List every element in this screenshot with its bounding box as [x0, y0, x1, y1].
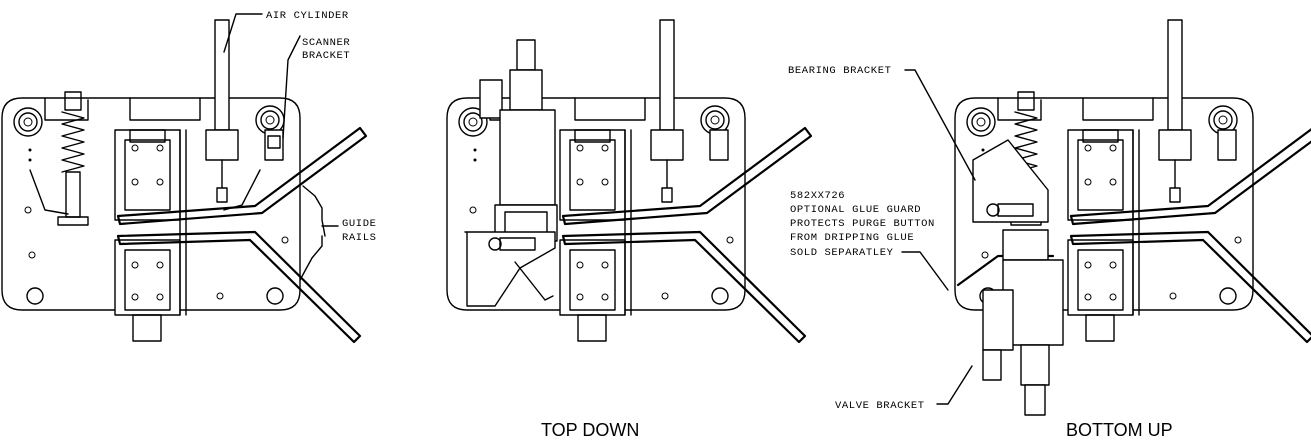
callout-labels: AIR CYLINDER SCANNER BRACKET GUIDE RAILS…: [266, 10, 935, 412]
leader-lines-left: [223, 13, 339, 281]
label-guide-rails-line1: GUIDE: [342, 218, 377, 230]
right-view: [954, 19, 1311, 416]
label-valve-bracket: VALVE BRACKET: [835, 400, 925, 412]
view-captions: TOP DOWN BOTTOM UP: [541, 420, 1173, 440]
caption-bottom-up: BOTTOM UP: [1066, 420, 1173, 440]
label-guide-rails-line2: RAILS: [342, 232, 377, 244]
caption-top-down: TOP DOWN: [541, 420, 639, 440]
label-glue-guard-line1: 582XX726: [790, 190, 845, 202]
left-view: [1, 19, 368, 344]
label-scanner-bracket-line1: SCANNER: [302, 37, 350, 49]
center-view: [446, 19, 813, 344]
label-glue-guard-line5: SOLD SEPARATLEY: [790, 247, 894, 259]
label-glue-guard-line2: OPTIONAL GLUE GUARD: [790, 204, 921, 216]
label-air-cylinder: AIR CYLINDER: [266, 10, 349, 22]
label-bearing-bracket: BEARING BRACKET: [788, 65, 892, 77]
label-glue-guard-line3: PROTECTS PURGE BUTTON: [790, 218, 935, 230]
label-scanner-bracket-line2: BRACKET: [302, 50, 350, 62]
label-glue-guard-line4: FROM DRIPPING GLUE: [790, 232, 914, 244]
leader-lines-right: [901, 69, 976, 405]
